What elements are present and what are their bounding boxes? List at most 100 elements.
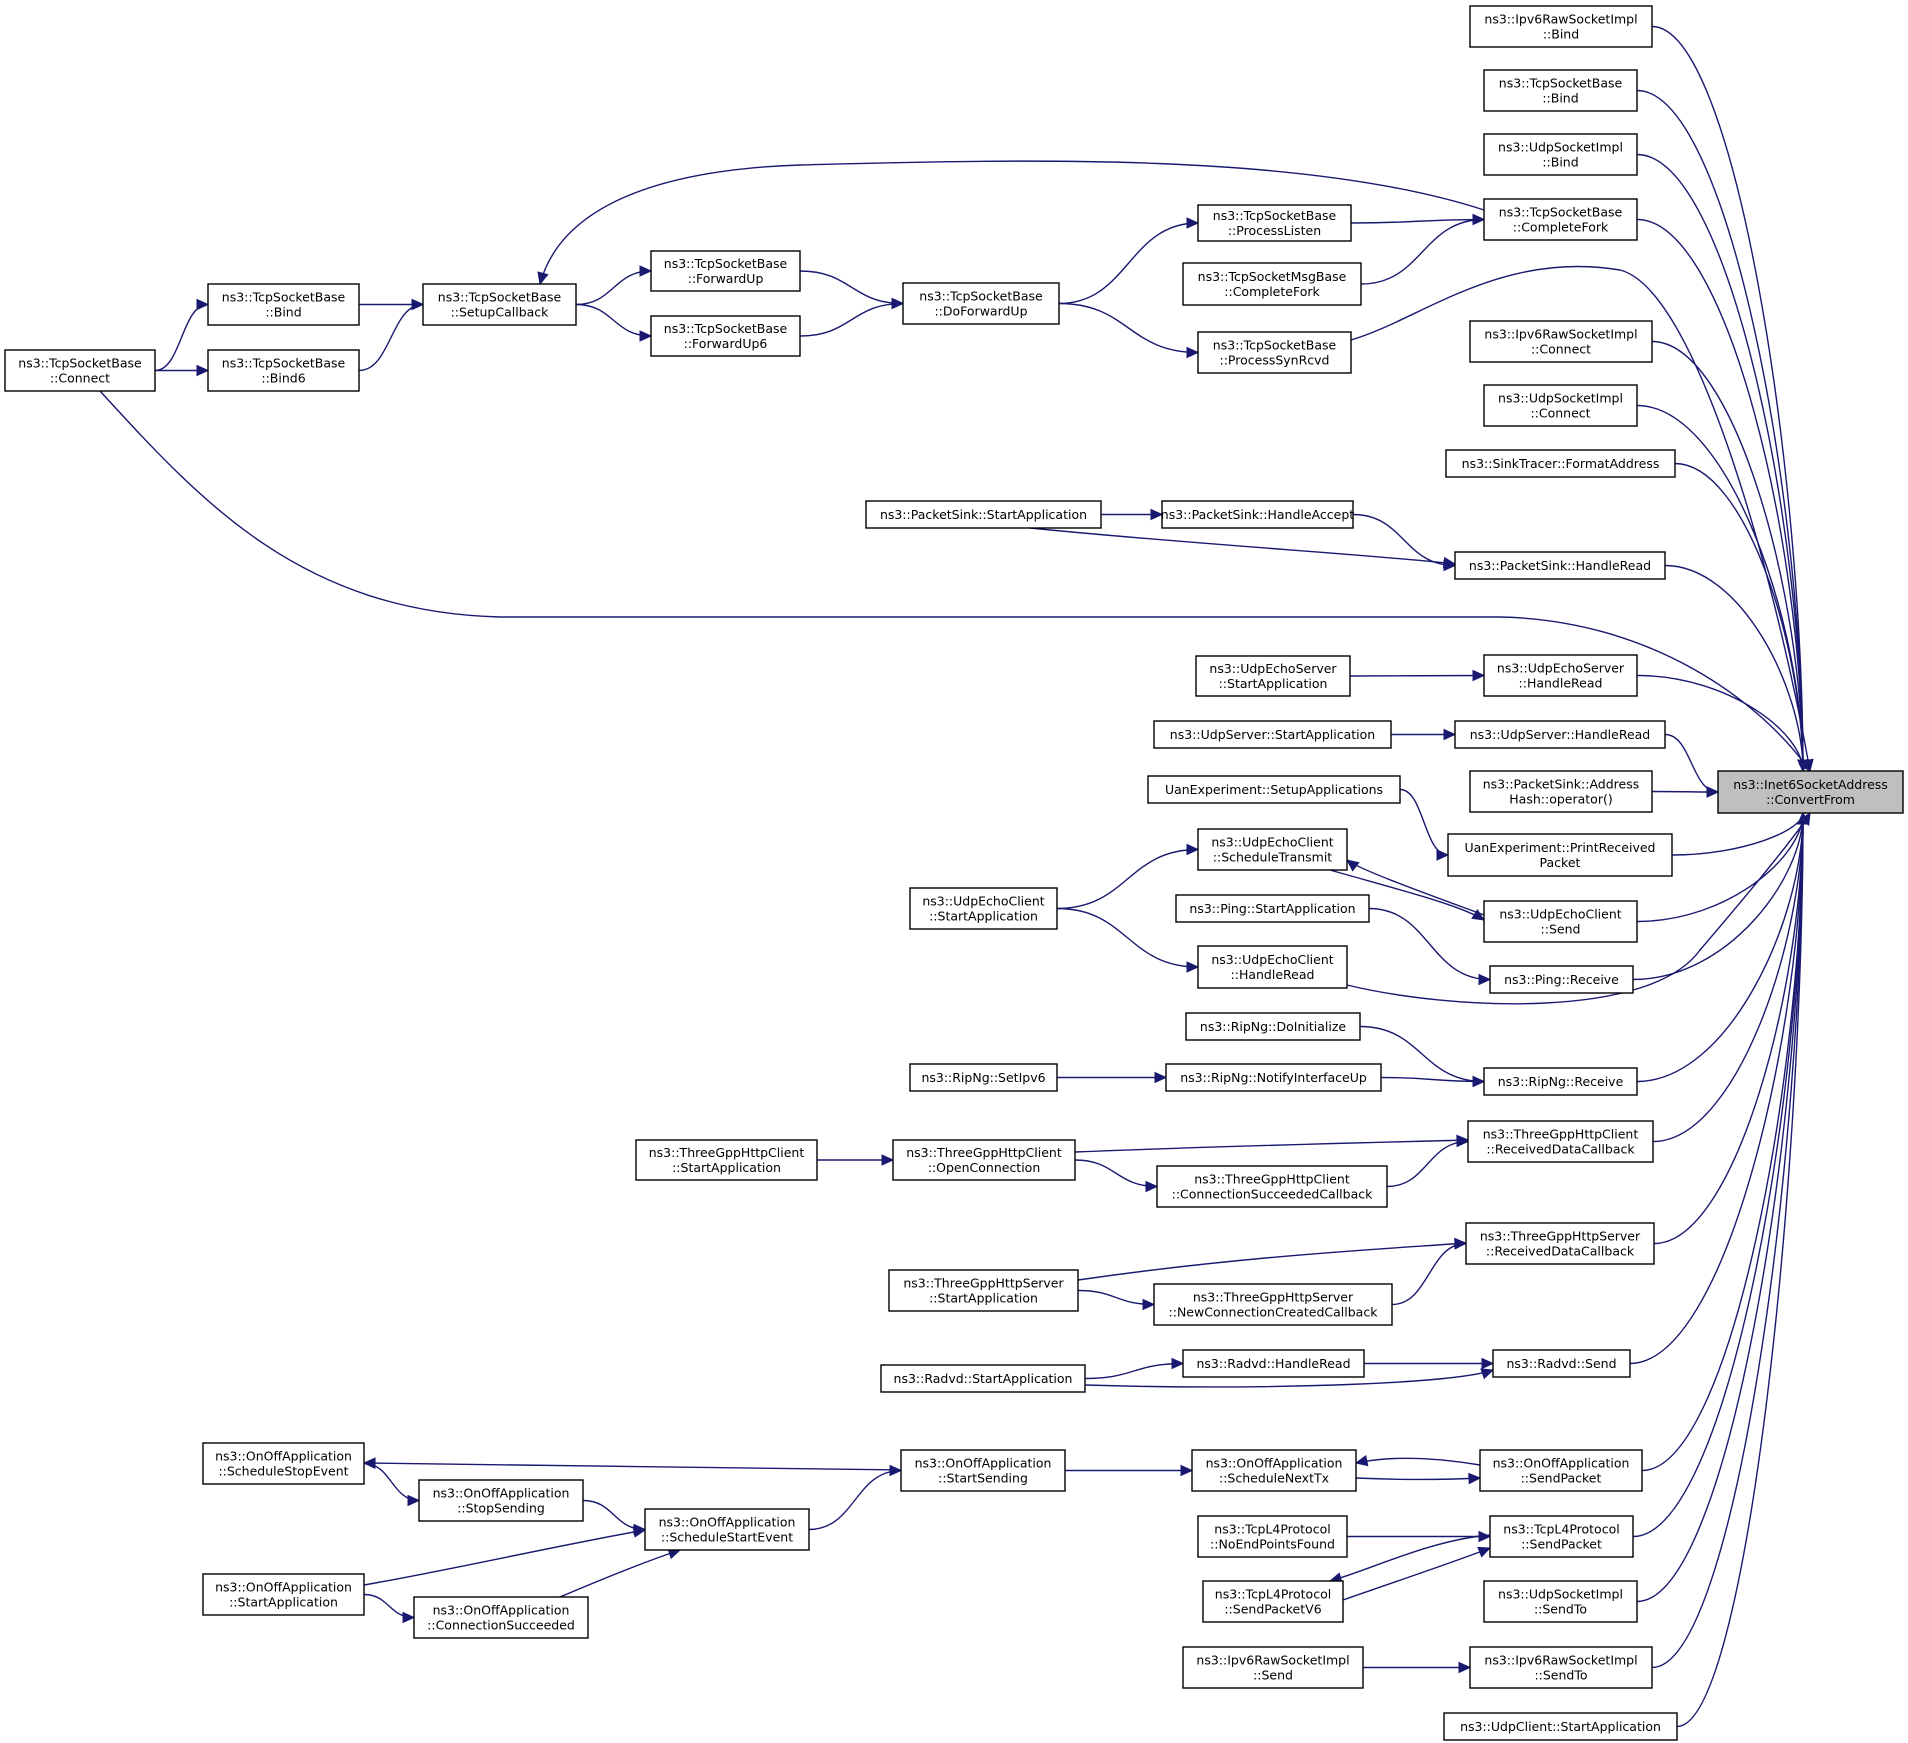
node-udpechoclient_schedule[interactable]: ns3::UdpEchoClient::ScheduleTransmit [1197, 828, 1348, 871]
node-httpclient_recv[interactable]: ns3::ThreeGppHttpClient::ReceivedDataCal… [1467, 1120, 1654, 1163]
node-radvd_start[interactable]: ns3::Radvd::StartApplication [880, 1364, 1086, 1393]
node-tcp_bind_l[interactable]: ns3::TcpSocketBase::Bind [207, 283, 360, 326]
node-label-httpclient_conn-0: ns3::ThreeGppHttpClient [1194, 1172, 1350, 1187]
node-udpechoserver_read[interactable]: ns3::UdpEchoServer::HandleRead [1483, 654, 1638, 697]
node-box-httpserver_newconn [1153, 1283, 1393, 1326]
node-label-tcp_setupcallback-0: ns3::TcpSocketBase [438, 290, 562, 305]
node-box-udp_connect [1483, 384, 1638, 427]
node-udp_sendto[interactable]: ns3::UdpSocketImpl::SendTo [1483, 1580, 1638, 1623]
node-udp_connect[interactable]: ns3::UdpSocketImpl::Connect [1483, 384, 1638, 427]
node-box-tcp_processsynrcvd [1197, 331, 1352, 374]
node-onoff_nexttx[interactable]: ns3::OnOffApplication::ScheduleNextTx [1191, 1449, 1357, 1492]
node-onoff_sendpacket[interactable]: ns3::OnOffApplication::SendPacket [1479, 1449, 1643, 1492]
node-ripng_init[interactable]: ns3::RipNg::DoInitialize [1185, 1012, 1361, 1041]
node-label-tcp_doforwardup-0: ns3::TcpSocketBase [919, 289, 1043, 304]
node-tcp_forwardup6[interactable]: ns3::TcpSocketBase::ForwardUp6 [650, 315, 801, 357]
node-tcpmsg_completefork[interactable]: ns3::TcpSocketMsgBase::CompleteFork [1182, 262, 1362, 306]
node-ipv6raw_connect[interactable]: ns3::Ipv6RawSocketImpl::Connect [1469, 320, 1653, 363]
node-tcp_bind6[interactable]: ns3::TcpSocketBase::Bind6 [207, 349, 360, 392]
node-tcp_forwardup[interactable]: ns3::TcpSocketBase::ForwardUp [650, 250, 801, 292]
node-ipv6raw_sendto[interactable]: ns3::Ipv6RawSocketImpl::SendTo [1469, 1646, 1653, 1689]
node-label-tcp_forwardup-1: ::ForwardUp [688, 271, 764, 286]
arrowhead-ripng_notify-to-ripng_receive [1472, 1075, 1486, 1088]
node-onoff_startsending[interactable]: ns3::OnOffApplication::StartSending [900, 1449, 1066, 1492]
node-ripng_notify[interactable]: ns3::RipNg::NotifyInterfaceUp [1165, 1063, 1382, 1092]
node-label-onoff_start-1: ::StartApplication [229, 1595, 338, 1610]
node-udp_bind[interactable]: ns3::UdpSocketImpl::Bind [1483, 133, 1638, 176]
node-label-ipv6raw_connect-1: ::Connect [1531, 342, 1591, 357]
node-packetsink_start[interactable]: ns3::PacketSink::StartApplication [865, 500, 1102, 529]
node-tcp_bind_r[interactable]: ns3::TcpSocketBase::Bind [1483, 69, 1638, 112]
node-ripng_setipv6[interactable]: ns3::RipNg::SetIpv6 [909, 1063, 1058, 1092]
node-radvd_send[interactable]: ns3::Radvd::Send [1492, 1349, 1631, 1378]
node-onoff_stopevent[interactable]: ns3::OnOffApplication::ScheduleStopEvent [202, 1442, 365, 1485]
node-label-tcp_processsynrcvd-1: ::ProcessSynRcvd [1220, 353, 1330, 368]
edge-udp_bind-to-target [1636, 153, 1804, 772]
node-onoff_start[interactable]: ns3::OnOffApplication::StartApplication [202, 1573, 365, 1616]
node-udpclient_start[interactable]: ns3::UdpClient::StartApplication [1443, 1712, 1678, 1741]
edge-packetsink_accept-to-packetsink_read [1352, 513, 1456, 567]
node-label-httpserver_recv-0: ns3::ThreeGppHttpServer [1480, 1229, 1641, 1244]
node-udpechoclient_start[interactable]: ns3::UdpEchoClient::StartApplication [909, 887, 1058, 930]
node-httpserver_start[interactable]: ns3::ThreeGppHttpServer::StartApplicatio… [888, 1269, 1079, 1312]
node-ripng_receive[interactable]: ns3::RipNg::Receive [1483, 1067, 1638, 1096]
node-uan_setup[interactable]: UanExperiment::SetupApplications [1147, 775, 1401, 804]
node-tcpl4_sendpacket[interactable]: ns3::TcpL4Protocol::SendPacket [1489, 1515, 1634, 1558]
node-tcp_connect[interactable]: ns3::TcpSocketBase::Connect [4, 349, 156, 392]
node-label-udpechoclient_start-0: ns3::UdpEchoClient [922, 894, 1044, 909]
node-httpclient_start[interactable]: ns3::ThreeGppHttpClient::StartApplicatio… [635, 1139, 818, 1181]
node-label-udp_sendto-1: ::SendTo [1534, 1602, 1587, 1617]
node-box-udpserver_start [1153, 720, 1392, 749]
arrowhead-tcp_doforwardup-to-tcp_processlisten [1186, 217, 1200, 229]
node-box-udpechoserver_start [1195, 655, 1351, 697]
arrowhead-radvd_start-to-radvd_read [1171, 1357, 1185, 1370]
node-ipv6raw_bind[interactable]: ns3::Ipv6RawSocketImpl::Bind [1469, 5, 1653, 48]
node-packetsink_read[interactable]: ns3::PacketSink::HandleRead [1454, 551, 1666, 580]
node-tcpl4_sendpacketv6[interactable]: ns3::TcpL4Protocol::SendPacketV6 [1202, 1580, 1344, 1623]
node-label-ripng_setipv6-0: ns3::RipNg::SetIpv6 [921, 1070, 1045, 1085]
node-label-httpclient_start-1: ::StartApplication [672, 1160, 781, 1175]
nodes-layer: ns3::Inet6SocketAddress::ConvertFromns3:… [4, 5, 1904, 1741]
node-httpserver_newconn[interactable]: ns3::ThreeGppHttpServer::NewConnectionCr… [1153, 1283, 1393, 1326]
edge-ripng_receive-to-target [1636, 812, 1804, 1083]
node-udpserver_start[interactable]: ns3::UdpServer::StartApplication [1153, 720, 1392, 749]
node-ping_start[interactable]: ns3::Ping::StartApplication [1175, 894, 1370, 923]
node-onoff_connsucc[interactable]: ns3::OnOffApplication::ConnectionSucceed… [413, 1596, 589, 1639]
node-box-udpechoserver_read [1483, 654, 1638, 697]
node-box-radvd_read [1182, 1349, 1365, 1378]
node-ipv6raw_send[interactable]: ns3::Ipv6RawSocketImpl::Send [1182, 1646, 1364, 1689]
node-udpechoserver_start[interactable]: ns3::UdpEchoServer::StartApplication [1195, 655, 1351, 697]
node-tcp_processlisten[interactable]: ns3::TcpSocketBase::ProcessListen [1197, 204, 1352, 242]
node-packetsink_accept[interactable]: ns3::PacketSink::HandleAccept [1161, 500, 1354, 529]
node-radvd_read[interactable]: ns3::Radvd::HandleRead [1182, 1349, 1365, 1378]
node-udpserver_read[interactable]: ns3::UdpServer::HandleRead [1454, 720, 1666, 749]
node-label-packetsink_start-0: ns3::PacketSink::StartApplication [880, 507, 1087, 522]
node-tcp_processsynrcvd[interactable]: ns3::TcpSocketBase::ProcessSynRcvd [1197, 331, 1352, 374]
edge-tcp_completefork-to-tcp_setupcallback [539, 160, 1485, 285]
node-tcp_doforwardup[interactable]: ns3::TcpSocketBase::DoForwardUp [902, 282, 1060, 325]
node-box-onoff_sendpacket [1479, 1449, 1643, 1492]
node-udpechoclient_send[interactable]: ns3::UdpEchoClient::Send [1483, 900, 1638, 943]
node-ping_receive[interactable]: ns3::Ping::Receive [1489, 965, 1634, 994]
node-httpclient_conn[interactable]: ns3::ThreeGppHttpClient::ConnectionSucce… [1156, 1165, 1388, 1208]
node-label-onoff_startsending-0: ns3::OnOffApplication [915, 1456, 1052, 1471]
node-udpechoclient_read[interactable]: ns3::UdpEchoClient::HandleRead [1197, 945, 1348, 989]
node-onoff_startevent[interactable]: ns3::OnOffApplication::ScheduleStartEven… [644, 1508, 810, 1551]
node-httpserver_recv[interactable]: ns3::ThreeGppHttpServer::ReceivedDataCal… [1465, 1222, 1655, 1265]
node-label-httpserver_recv-1: ::ReceivedDataCallback [1486, 1244, 1635, 1259]
node-label-ping_receive-0: ns3::Ping::Receive [1504, 972, 1619, 987]
node-box-udp_bind [1483, 133, 1638, 176]
edge-tcpl4_sendpacketv6-to-tcpl4_sendpacket [1342, 1547, 1491, 1601]
node-label-onoff_nexttx-1: ::ScheduleNextTx [1219, 1471, 1329, 1486]
node-tcp_setupcallback[interactable]: ns3::TcpSocketBase::SetupCallback [422, 283, 577, 326]
arrowhead-onoff_nexttx-to-onoff_sendpacket [1468, 1472, 1482, 1485]
edge-httpserver_newconn-to-httpserver_recv [1391, 1242, 1467, 1306]
node-onoff_stopsending[interactable]: ns3::OnOffApplication::StopSending [418, 1479, 584, 1522]
node-tcpl4_noend[interactable]: ns3::TcpL4Protocol::NoEndPointsFound [1197, 1515, 1348, 1558]
arrowhead-udpechoserver_start-to-udpechoserver_read [1472, 669, 1486, 682]
node-httpclient_open[interactable]: ns3::ThreeGppHttpClient::OpenConnection [892, 1139, 1076, 1181]
node-tcp_completefork[interactable]: ns3::TcpSocketBase::CompleteFork [1483, 198, 1638, 241]
node-sinktracer[interactable]: ns3::SinkTracer::FormatAddress [1445, 449, 1676, 478]
